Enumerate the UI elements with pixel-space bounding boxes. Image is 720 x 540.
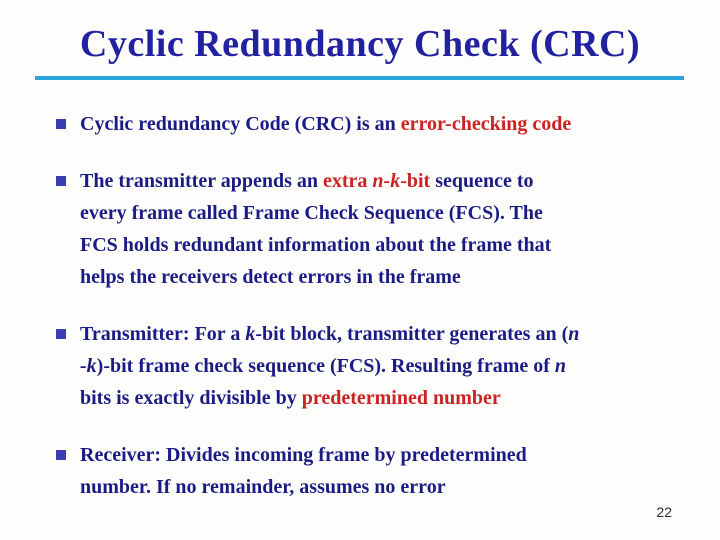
bullet-text-line: The transmitter appends an extra n-k-bit… [80, 165, 690, 197]
bullet-text-line: helps the receivers detect errors in the… [80, 261, 690, 293]
text-span: n [568, 323, 580, 345]
bullet-text-line: Cyclic redundancy Code (CRC) is an error… [80, 108, 690, 140]
bullet-square-icon [56, 119, 66, 129]
bullet-square-icon [56, 329, 66, 339]
text-span: The transmitter appends an [80, 170, 323, 192]
bullet-text-line: FCS holds redundant information about th… [80, 229, 690, 261]
text-span: Cyclic redundancy Code (CRC) is an [80, 113, 401, 135]
text-span: sequence to [430, 170, 534, 192]
text-span: bits is exactly divisible by [80, 387, 302, 409]
text-span: n-k [372, 170, 401, 192]
text-span: FCS holds redundant information about th… [80, 234, 552, 256]
bullet-text: The transmitter appends an extra n-k-bit… [80, 165, 690, 293]
text-span: )-bit frame check sequence (FCS). Result… [96, 355, 555, 377]
bullet-item: Cyclic redundancy Code (CRC) is an error… [55, 108, 690, 140]
bullet-item: Transmitter: For a k-bit block, transmit… [55, 318, 690, 414]
text-span: -k [80, 355, 97, 377]
bullet-text: Transmitter: For a k-bit block, transmit… [80, 318, 690, 414]
bullet-text-line: Receiver: Divides incoming frame by pred… [80, 439, 690, 471]
bullet-text-line: -k)-bit frame check sequence (FCS). Resu… [80, 350, 690, 382]
bullet-item: Receiver: Divides incoming frame by pred… [55, 439, 690, 503]
text-span: helps the receivers detect errors in the… [80, 266, 461, 288]
bullet-square-icon [56, 176, 66, 186]
text-span: k [245, 323, 256, 345]
bullet-text-line: number. If no remainder, assumes no erro… [80, 471, 690, 503]
bullet-square-icon [56, 450, 66, 460]
bullet-text-line: Transmitter: For a k-bit block, transmit… [80, 318, 690, 350]
text-span: -bit [400, 170, 431, 192]
text-span: predetermined number [301, 387, 501, 409]
bullet-list: Cyclic redundancy Code (CRC) is an error… [55, 108, 690, 528]
bullet-text: Receiver: Divides incoming frame by pred… [80, 439, 690, 503]
text-span: every frame called Frame Check Sequence … [80, 202, 543, 224]
page-number: 22 [656, 504, 672, 520]
bullet-text-line: bits is exactly divisible by predetermin… [80, 382, 690, 414]
text-span: -bit block, transmitter generates an ( [255, 323, 569, 345]
text-span: Receiver: Divides incoming frame by pred… [80, 444, 527, 466]
text-span: number. If no remainder, assumes no erro… [80, 476, 446, 498]
text-span: extra [323, 170, 373, 192]
bullet-item: The transmitter appends an extra n-k-bit… [55, 165, 690, 293]
text-span: Transmitter: For a [80, 323, 246, 345]
page-title: Cyclic Redundancy Check (CRC) [79, 23, 641, 65]
text-span: error-checking code [400, 113, 572, 135]
title-underline [35, 76, 684, 80]
bullet-text: Cyclic redundancy Code (CRC) is an error… [80, 108, 690, 140]
bullet-text-line: every frame called Frame Check Sequence … [80, 197, 690, 229]
text-span: n [554, 355, 567, 377]
